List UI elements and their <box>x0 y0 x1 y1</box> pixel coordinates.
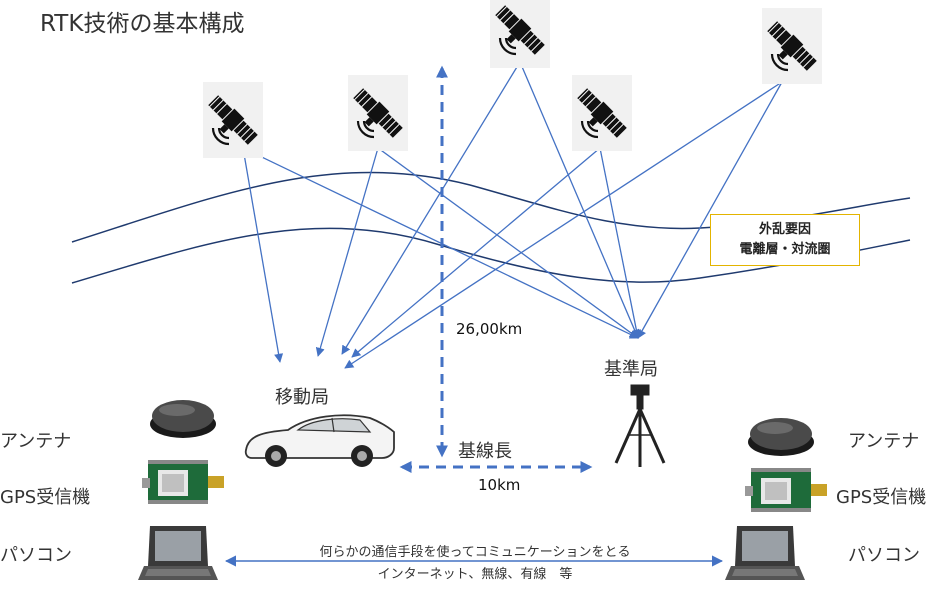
satellite-icon-4 <box>569 73 634 153</box>
rover-antenna-label: アンテナ <box>0 431 72 452</box>
satellite-icon-5 <box>759 6 824 86</box>
base-gps-receiver-icon <box>745 468 827 512</box>
baseline-label: 基線長 <box>458 441 512 462</box>
base-pc-label: パソコン <box>848 545 920 566</box>
disturbance-detail: 電離層・対流圏 <box>739 242 831 257</box>
disturbance-box: 外乱要因 電離層・対流圏 <box>710 214 860 266</box>
satellite-icon-1 <box>200 80 265 160</box>
satellite-signals <box>242 61 783 369</box>
baseline-distance: 10km <box>478 476 521 494</box>
communication-text: 何らかの通信手段を使ってコミュニケーションをとる <box>319 545 631 560</box>
altitude-label: 26,00km <box>456 320 523 338</box>
car-icon <box>244 414 395 467</box>
satellite-icon-2 <box>345 73 410 153</box>
rover-antenna-icon <box>150 400 216 438</box>
disturbance-title: 外乱要因 <box>758 222 811 237</box>
rover-laptop-icon <box>138 526 218 580</box>
rover-pc-label: パソコン <box>0 545 72 566</box>
communication-methods: インターネット、無線、有線 等 <box>377 567 573 582</box>
tripod-icon <box>614 384 666 467</box>
base-antenna-icon <box>748 418 814 456</box>
rover-station-label: 移動局 <box>275 387 329 408</box>
rover-receiver-label: GPS受信機 <box>0 487 91 508</box>
base-antenna-label: アンテナ <box>848 431 920 452</box>
rover-gps-receiver-icon <box>142 460 224 504</box>
base-laptop-icon <box>725 526 805 580</box>
base-receiver-label: GPS受信機 <box>836 487 927 508</box>
page-title: RTK技術の基本構成 <box>40 11 245 37</box>
satellite-icon-3 <box>487 0 552 70</box>
base-station-label: 基準局 <box>604 359 658 380</box>
